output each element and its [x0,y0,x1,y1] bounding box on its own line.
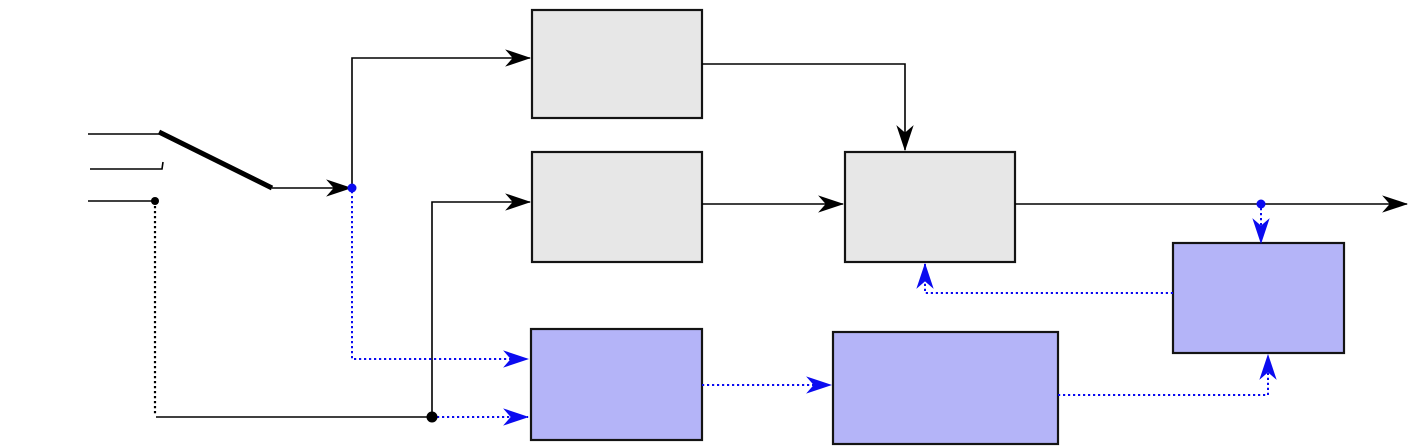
riser-to-middle-block-arrow [431,193,532,417]
input-terminal-2 [90,161,164,170]
junction-to-top-block-arrow [351,49,532,188]
switch-lever [157,129,274,191]
block-middle-gray [530,150,704,264]
blocks-layer [529,8,1346,446]
lower-mid-to-right-block-arrow [1058,353,1277,396]
terminal3-junction-dot [151,197,159,205]
right-block-to-main-block-arrow [916,262,1173,294]
junction-dots-layer [151,183,1266,423]
block-lower-left-blue [529,327,704,442]
junction-tap-to-lower-left-arrow [351,191,530,368]
block-main-gray [843,150,1017,264]
bottom-junction-dot [426,411,438,423]
block-lower-mid-blue [831,330,1060,446]
top-block-to-main-block-arrow [702,63,914,152]
block-top-gray [530,8,704,120]
connectors-layer [88,49,1409,426]
switch-junction-dot [347,183,357,193]
block-right-blue [1171,241,1346,355]
output-tap-dot [1256,199,1266,209]
